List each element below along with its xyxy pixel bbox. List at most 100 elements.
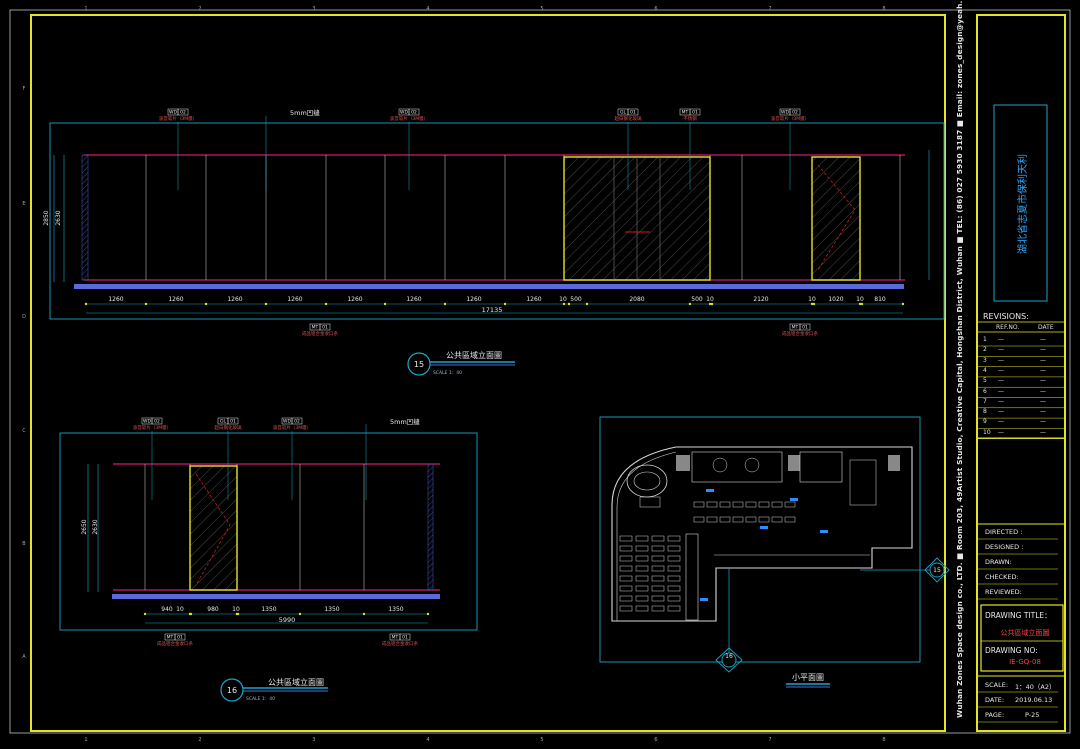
tag-code: WD — [400, 110, 408, 116]
rev-date: — — [1040, 397, 1046, 405]
dimension-label: 10 — [176, 606, 184, 613]
row-marker: D — [22, 314, 26, 320]
dimension-label: 10 — [232, 606, 240, 613]
rev-date: — — [1040, 377, 1046, 385]
revision-row: 7 — [983, 398, 987, 405]
column-marker: 1 — [84, 737, 87, 743]
dimension-label: 10 — [559, 296, 567, 303]
column-marker: 5 — [540, 6, 543, 12]
rev-number: 10 — [983, 428, 991, 436]
revision-row: 4 — [983, 367, 987, 374]
title-block — [976, 14, 1066, 732]
date-label: DATE: — [985, 696, 1005, 704]
total-dimension: 17135 — [482, 306, 503, 314]
rev-date: — — [1040, 418, 1046, 426]
row-marker: E — [22, 201, 25, 207]
tag-number: 01 — [230, 419, 236, 425]
wall-panel-lines — [144, 464, 365, 590]
dimension-label: 1350 — [388, 606, 403, 613]
wall-panel-lines — [145, 155, 901, 280]
revision-row: 2 — [983, 346, 987, 353]
dimension-label: 980 — [207, 606, 219, 613]
tag-number: 01 — [322, 325, 328, 331]
rev-ref: — — [998, 428, 1004, 436]
dimension-label: 1260 — [287, 296, 302, 303]
tag-description: 波音软片（3M膜） — [159, 115, 197, 122]
desk-layout — [619, 457, 828, 612]
rev-date: — — [1040, 408, 1046, 416]
rev-number: 9 — [983, 418, 987, 426]
height-outer: 2650 — [81, 519, 88, 534]
column-marker: 4 — [426, 737, 429, 743]
revision-row: 5 — [983, 377, 987, 384]
rev-ref: — — [998, 346, 1004, 354]
rev-ref: — — [998, 356, 1004, 364]
rev-number: 1 — [983, 336, 987, 343]
tag-number: 02 — [180, 110, 186, 116]
rev-number: 4 — [983, 366, 987, 374]
column-marker: 8 — [882, 6, 885, 12]
elevation-title: 公共區域立面圖 — [446, 350, 502, 360]
tag-description: 波音软片（3M膜） — [390, 115, 428, 122]
rev-number: 7 — [983, 397, 987, 405]
drawing-no-label: DRAWING NO: — [985, 646, 1038, 655]
tag-number: 01 — [630, 110, 636, 116]
rev-header-date: DATE — [1038, 324, 1054, 331]
company-info-strip: Wuhan Zones Space design co., LTD. ■ Roo… — [949, 0, 975, 730]
rev-number: 2 — [983, 346, 987, 354]
tag-code: MT — [792, 325, 799, 331]
dimension-label: 940 — [161, 606, 173, 613]
key-plan: 15 16 小平面圖 — [599, 416, 950, 688]
column-marker: 3 — [312, 737, 315, 743]
dimension-label: 1260 — [406, 296, 421, 303]
column-marker: 7 — [768, 737, 771, 743]
tag-code: WD — [781, 110, 789, 116]
tag-number: 02 — [411, 110, 417, 116]
tag-description: 超白钢化玻璃 — [615, 115, 642, 122]
key-plan-title: 小平面圖 — [792, 673, 824, 682]
elevation-title: 公共區域立面圖 — [268, 677, 324, 687]
dimension-label: 10 — [706, 296, 714, 303]
rev-number: 3 — [983, 356, 987, 364]
dimension-label: 1260 — [108, 296, 123, 303]
row-marker: F — [23, 86, 26, 92]
revision-row: 10 — [983, 429, 991, 436]
rev-date: — — [1040, 366, 1046, 374]
rev-date: — — [1040, 387, 1046, 395]
tag-number: 02 — [154, 419, 160, 425]
project-name: 湖北省志夏市保利天利 — [1018, 154, 1029, 254]
directed-label: DIRECTED : — [985, 528, 1023, 536]
dimension-label: 1260 — [466, 296, 481, 303]
groove-callout: 5mm凹缝 — [390, 417, 420, 426]
tag-code: MT — [312, 325, 319, 331]
rev-ref: — — [998, 418, 1004, 426]
tag-code: GL — [620, 110, 626, 116]
dimension-label: 2080 — [629, 296, 644, 303]
tag-description: 成品铝合金收口条 — [157, 640, 193, 647]
drawing-title-label: DRAWING TITLE： — [985, 611, 1052, 620]
tag-number: 02 — [792, 110, 798, 116]
tag-code: MT — [167, 635, 174, 641]
marker-15: 15 — [933, 567, 941, 574]
dimension-label: 1350 — [324, 606, 339, 613]
dimension-label: 1260 — [347, 296, 362, 303]
rev-date: — — [1040, 336, 1046, 343]
drawing-no: IE-GQ-08 — [1009, 658, 1041, 666]
